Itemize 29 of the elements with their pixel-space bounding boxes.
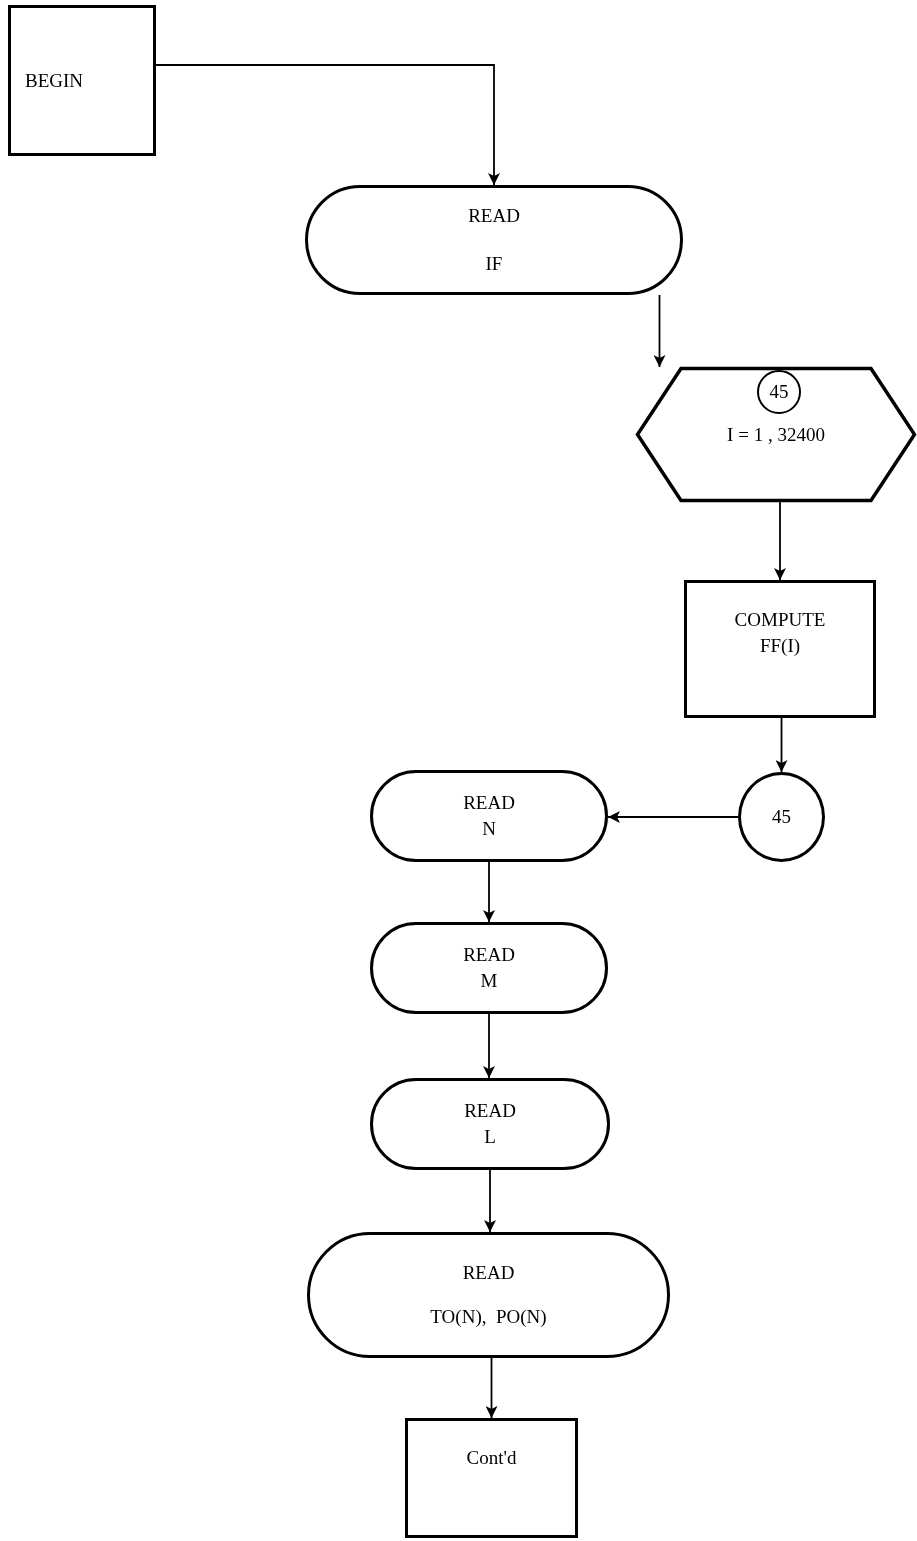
- node-text: COMPUTE: [734, 609, 826, 631]
- node-text: Cont'd: [466, 1447, 517, 1469]
- node-text: 45: [772, 806, 791, 828]
- arrow: [653, 294, 666, 368]
- node-text: READ: [462, 1262, 515, 1284]
- node-text: M: [480, 970, 498, 992]
- process-box: [405, 1418, 578, 1538]
- arrow: [484, 1169, 496, 1233]
- arrow: [483, 861, 495, 923]
- node-text: FF(I): [759, 634, 801, 657]
- node-text: 45: [769, 381, 789, 403]
- arrow: [155, 64, 500, 186]
- arrow: [775, 717, 788, 773]
- node-text: I = 1 , 32400: [727, 423, 825, 446]
- arrow: [774, 501, 786, 581]
- node-text: READ: [464, 1100, 516, 1122]
- node-text: L: [484, 1126, 496, 1148]
- node-text: IF: [485, 253, 503, 275]
- arrow: [485, 1357, 498, 1419]
- arrow: [607, 811, 739, 823]
- node-text: BEGIN: [25, 69, 84, 92]
- node-text: READ: [468, 205, 520, 227]
- process-box: [8, 5, 156, 156]
- node-text: READ: [463, 792, 515, 814]
- arrow: [483, 1013, 495, 1079]
- process-box: [684, 580, 876, 718]
- node-text: TO(N), PO(N): [430, 1306, 547, 1328]
- node-text: N: [482, 818, 496, 840]
- node-text: READ: [463, 944, 515, 966]
